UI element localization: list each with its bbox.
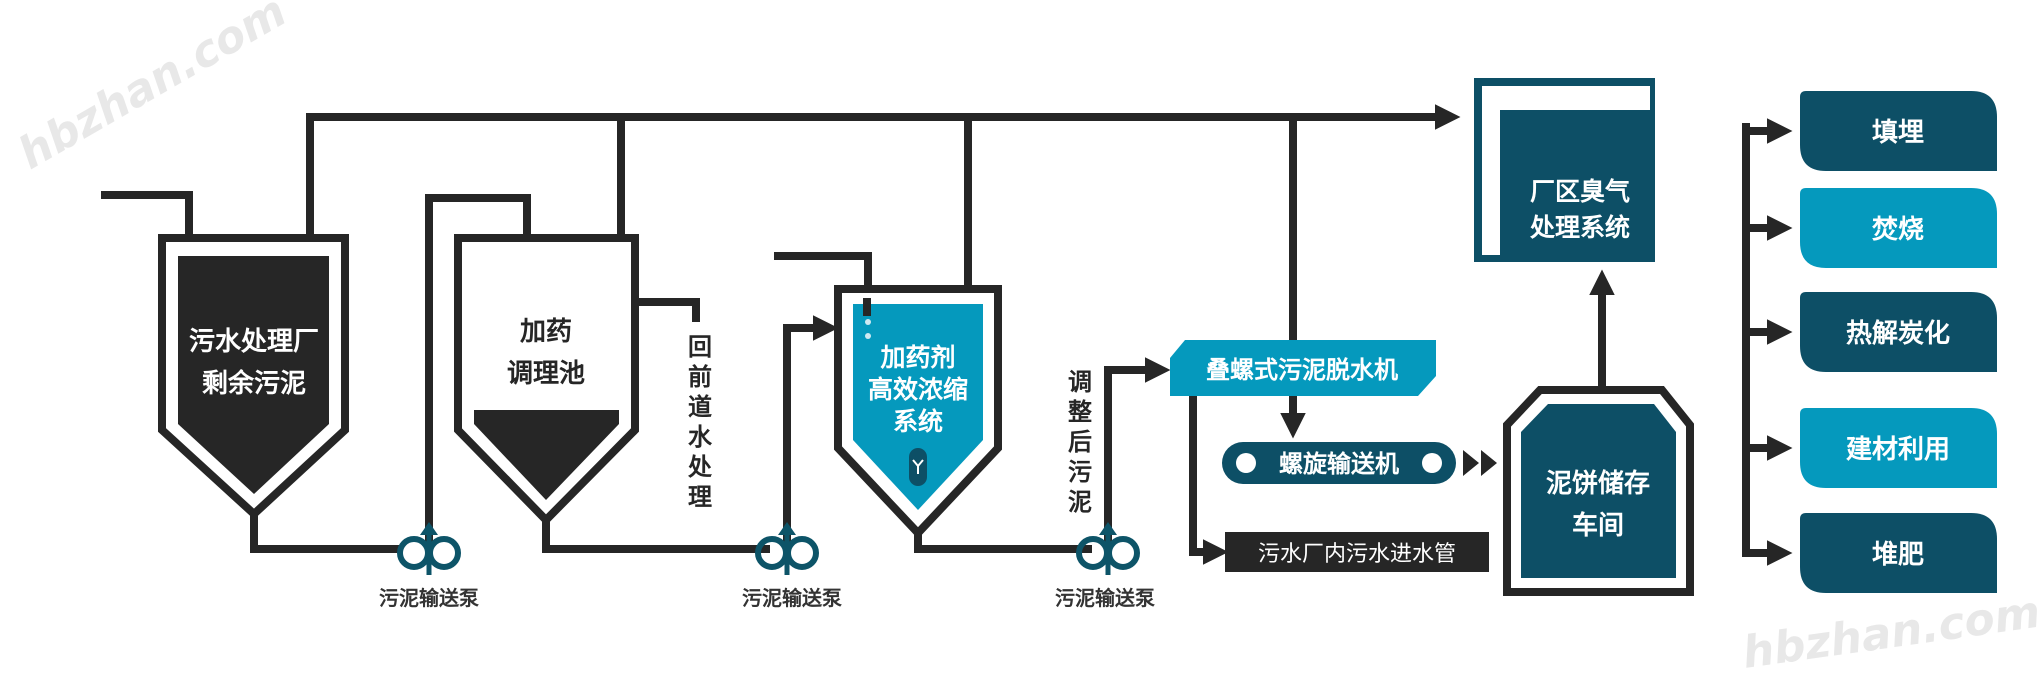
tank3-outlet-pipe xyxy=(914,533,1092,553)
svg-text:前: 前 xyxy=(688,363,712,391)
tank1-inlet-pipe xyxy=(101,191,193,240)
roller-icon xyxy=(1236,453,1256,473)
svg-text:泥: 泥 xyxy=(1068,488,1092,516)
svg-text:处: 处 xyxy=(687,453,712,481)
disposal-box-2 xyxy=(1800,292,1997,372)
svg-text:道: 道 xyxy=(688,393,712,421)
droplet-icon xyxy=(865,319,871,325)
tank3-label: 高效浓缩 xyxy=(868,375,968,404)
tank2-return-pipe xyxy=(635,298,700,322)
return-label: 回 前 道 水 处 理 xyxy=(687,333,713,511)
watermark-bottom-right: hbzhan.com xyxy=(1739,587,2038,679)
pump1-riser-pipe xyxy=(425,194,531,549)
odor-system-label: 厂区臭气 xyxy=(1530,177,1630,206)
tank2-outlet-pipe xyxy=(542,520,770,553)
exhaust-main-pipe xyxy=(306,104,1461,240)
pump3-label: 污泥输送泵 xyxy=(1055,586,1155,610)
svg-text:水: 水 xyxy=(688,423,713,451)
tank1-label: 污水处理厂 xyxy=(189,327,319,357)
screw-conveyor: 螺旋输送机 xyxy=(1222,442,1456,484)
tank2-conditioning: 加药 调理池 xyxy=(454,234,639,526)
disposal-label: 热解炭化 xyxy=(1846,319,1950,349)
svg-text:调: 调 xyxy=(1068,368,1092,396)
conveyor-label: 螺旋输送机 xyxy=(1279,450,1399,478)
svg-text:后: 后 xyxy=(1068,428,1092,456)
pump2-riser-pipe xyxy=(783,315,839,549)
watermark-top-left: hbzhan.com xyxy=(10,0,295,180)
pump1-icon xyxy=(397,522,461,575)
svg-text:整: 整 xyxy=(1068,398,1092,426)
odor-treatment-system: 厂区臭气 处理系统 xyxy=(1474,78,1655,262)
disposal-label: 堆肥 xyxy=(1872,540,1924,570)
pump1-label: 污泥输送泵 xyxy=(379,586,479,610)
tank3-label: 加药剂 xyxy=(879,343,955,372)
tank1-label: 剩余污泥 xyxy=(202,368,306,399)
pump2-label: 污泥输送泵 xyxy=(742,586,842,610)
sewage-inlet-pipe-box: 污水厂内污水进水管 xyxy=(1225,532,1489,572)
adjusted-sludge-label: 调 整 后 污 泥 xyxy=(1068,368,1092,516)
pump3-icon xyxy=(1076,522,1140,575)
cake-storage-label: 泥饼储存 xyxy=(1546,468,1650,499)
odor-system-label: 处理系统 xyxy=(1529,213,1630,242)
disposal-box-3 xyxy=(1800,408,1997,488)
cake-storage-room: 泥饼储存 车间 xyxy=(1503,386,1694,596)
disposal-box-4 xyxy=(1800,513,1997,593)
disposal-label: 焚烧 xyxy=(1872,215,1924,245)
screw-dewatering-machine: 叠螺式污泥脱水机 xyxy=(1170,340,1436,396)
tank2-label: 调理池 xyxy=(507,359,585,389)
svg-text:理: 理 xyxy=(688,483,712,511)
double-arrow-icon xyxy=(1463,450,1497,476)
tank1-residual-sludge: 污水处理厂 剩余污泥 xyxy=(158,234,349,520)
pump2-icon xyxy=(755,522,819,575)
cake-storage-label: 车间 xyxy=(1572,510,1624,541)
tank3-label: 系统 xyxy=(893,407,943,436)
droplet-icon xyxy=(865,333,871,339)
filtrate-pipe xyxy=(1189,396,1229,565)
roller-icon xyxy=(1422,453,1442,473)
pump3-riser-pipe xyxy=(1104,357,1171,549)
sewage-pipe-label: 污水厂内污水进水管 xyxy=(1258,542,1456,567)
disposal-label: 建材利用 xyxy=(1846,435,1950,465)
svg-text:污: 污 xyxy=(1068,458,1092,486)
dewatering-label: 叠螺式污泥脱水机 xyxy=(1206,356,1398,384)
disposal-box-0 xyxy=(1800,91,1997,171)
tank1-outlet-pipe xyxy=(250,514,400,553)
tank2-label: 加药 xyxy=(520,317,572,347)
svg-text:回: 回 xyxy=(688,333,712,361)
disposal-label: 填埋 xyxy=(1872,118,1924,148)
tank3-thickening-system: 加药剂 高效浓缩 系统 xyxy=(834,285,1002,539)
disposal-box-1 xyxy=(1800,188,1997,268)
